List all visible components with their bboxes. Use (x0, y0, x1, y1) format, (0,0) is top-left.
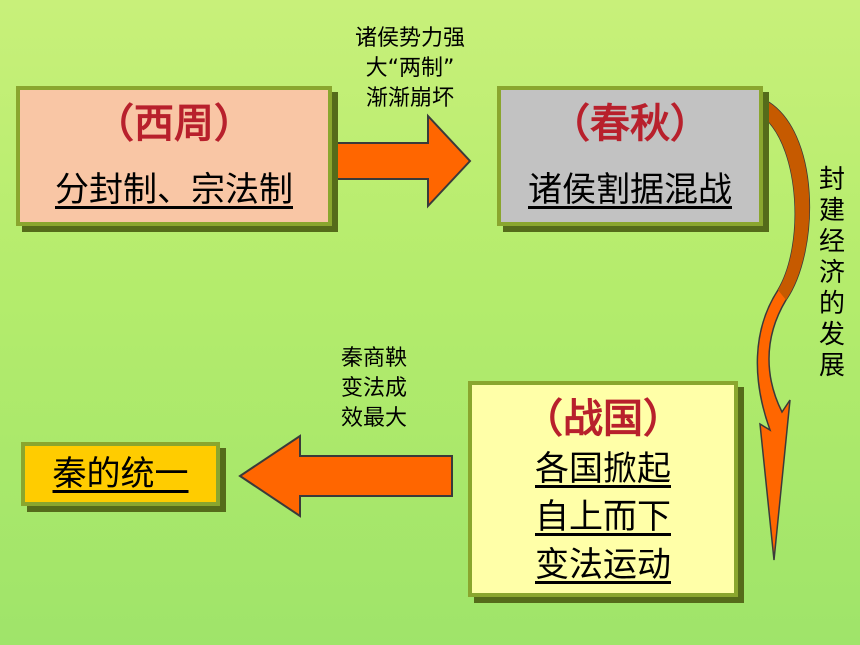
node-zhanguo-line: 各国掀起 (535, 449, 671, 489)
node-qin-body: 秦的统一 (52, 454, 189, 494)
node-chunqiu-title: （春秋） (550, 101, 710, 147)
node-xizhou: （西周） 分封制、宗法制 (16, 86, 332, 226)
node-chunqiu-body: 诸侯割据混战 (528, 170, 732, 210)
curved-arrow-shade (765, 100, 810, 300)
node-zhanguo: （战国） 各国掀起 自上而下 变法运动 (468, 381, 738, 597)
node-zhanguo-line: 自上而下 (535, 497, 671, 537)
node-qin: 秦的统一 (21, 442, 220, 506)
arrow-xizhou-to-chunqiu (336, 113, 472, 209)
arrow-zhanguo-to-qin (238, 434, 453, 518)
node-xizhou-title: （西周） (94, 101, 254, 147)
node-zhanguo-title: （战国） (523, 396, 683, 442)
node-zhanguo-line: 变法运动 (535, 545, 671, 585)
note-middle: 秦商鞅 变法成 效最大 (340, 346, 407, 431)
node-xizhou-body: 分封制、宗法制 (55, 170, 293, 210)
note-side: 封 建 经 济 的 发 展 (818, 165, 845, 381)
node-chunqiu: （春秋） 诸侯割据混战 (497, 86, 763, 226)
note-top: 诸侯势力强 大“两制” 渐渐崩坏 (354, 26, 465, 111)
